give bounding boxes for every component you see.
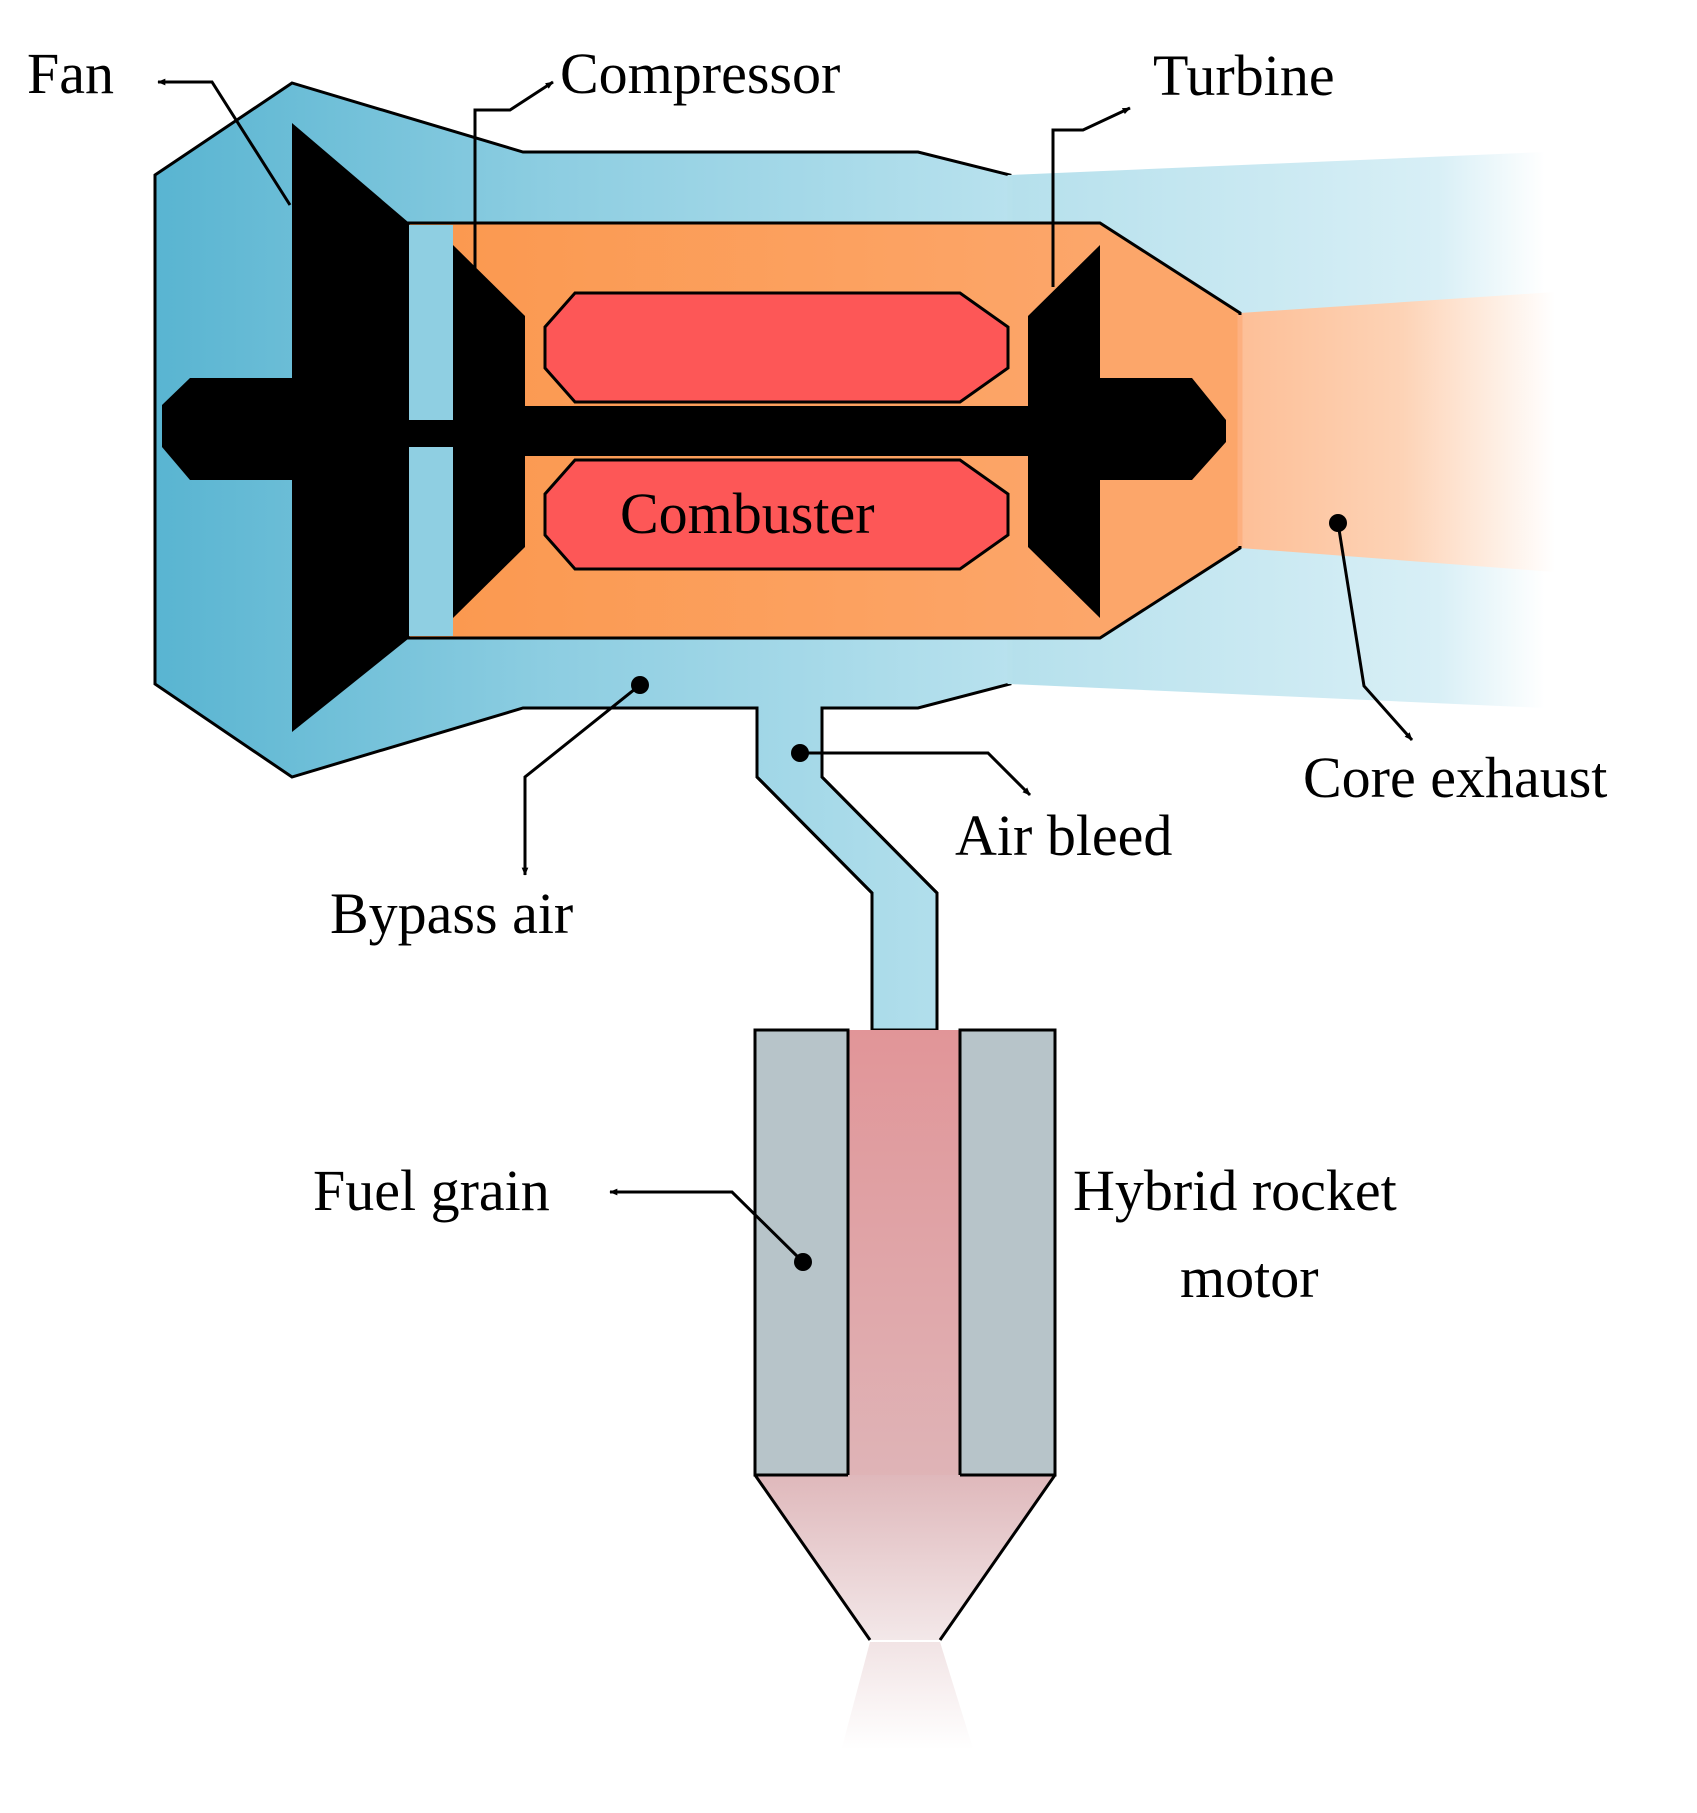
fuel-grain-leader — [609, 1188, 805, 1264]
combustor-lower — [543, 458, 1010, 571]
fuel-grain-right — [958, 1028, 1057, 1477]
front-shaft — [405, 420, 455, 447]
leader-dots — [631, 514, 1347, 1271]
air-bleed-duct — [755, 708, 939, 1030]
compressor-label: Compressor — [560, 41, 840, 106]
compressor-leader — [473, 80, 554, 287]
hybrid-rocket-motor-label-line1: Hybrid rocket — [1073, 1158, 1397, 1223]
rocket-plume — [840, 1642, 975, 1755]
tail-hub — [1098, 378, 1226, 480]
bypass-air-label: Bypass air — [330, 881, 573, 946]
turbine-disk — [1028, 245, 1100, 618]
turbine-leader — [1051, 106, 1131, 287]
fan-label: Fan — [27, 41, 114, 106]
fuel-grain-label: Fuel grain — [313, 1158, 550, 1223]
air-bleed-leader — [800, 751, 1032, 797]
combustor-upper — [543, 291, 1010, 404]
rocket-nozzle — [755, 1475, 1055, 1640]
combuster-label: Combuster — [620, 481, 875, 546]
fuel-grain-left — [753, 1028, 850, 1477]
leader-lines — [157, 78, 1414, 1264]
compressor-disk — [453, 245, 525, 618]
fan-blade — [292, 123, 408, 732]
bypass-air-leader — [521, 683, 641, 876]
core-exhaust-leader — [1336, 522, 1414, 741]
rocket-combustion-channel — [848, 1030, 960, 1475]
main-shaft — [520, 406, 1035, 456]
fan-hub — [162, 378, 292, 480]
rotor-assembly — [162, 123, 1226, 732]
hybrid-rocket-motor-label-line2: motor — [1180, 1245, 1319, 1310]
core-exhaust-label: Core exhaust — [1303, 745, 1607, 810]
fan-leader — [157, 78, 292, 206]
turbine-label: Turbine — [1153, 43, 1335, 108]
air-bleed-label: Air bleed — [955, 803, 1172, 868]
